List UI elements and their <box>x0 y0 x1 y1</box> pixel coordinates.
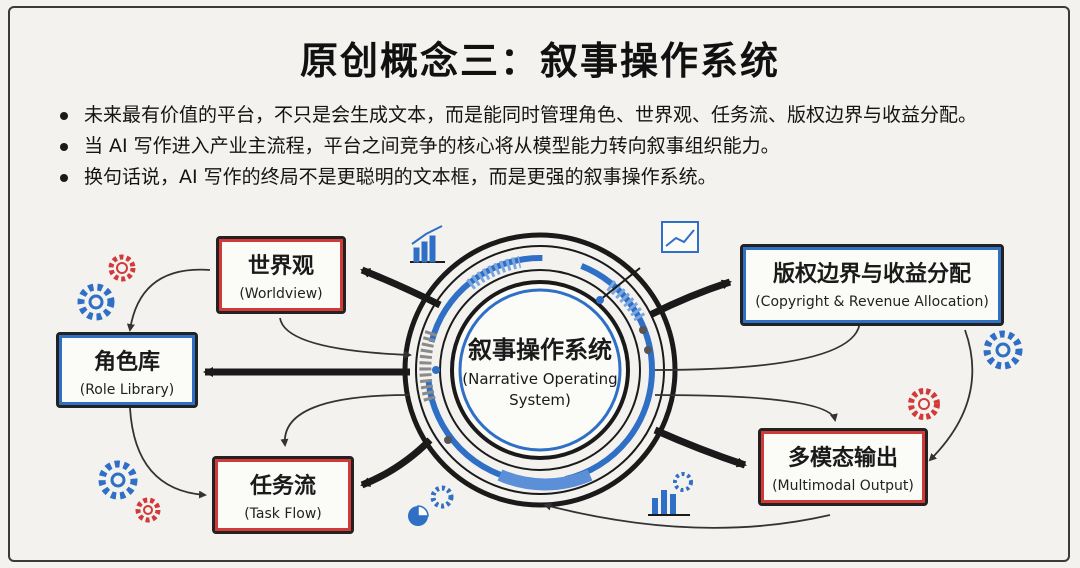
node-subtitle: (Worldview) <box>239 286 323 302</box>
bullet-item: 换句话说，AI 写作的终局不是更聪明的文本框，而是更强的叙事操作系统。 <box>56 162 1056 193</box>
hub-title: 叙事操作系统 <box>468 336 612 364</box>
bar-chart-icon <box>410 225 445 263</box>
bullet-text: 未来最有价值的平台，不只是会生成文本，而是能同时管理角色、世界观、任务流、版权边… <box>84 104 978 126</box>
node-multimodal: 多模态输出 (Multimodal Output) <box>758 428 928 506</box>
page-title: 原创概念三：叙事操作系统 <box>299 39 780 83</box>
node-subtitle: (Role Library) <box>79 382 175 398</box>
node-task-flow: 任务流 (Task Flow) <box>212 456 354 534</box>
node-subtitle: (Task Flow) <box>244 506 322 522</box>
bar-chart-icon <box>648 490 690 516</box>
page-frame <box>8 6 1070 562</box>
node-subtitle: (Multimodal Output) <box>772 478 914 494</box>
node-title: 角色库 <box>93 350 160 375</box>
bullet-dot <box>60 143 68 151</box>
gear-icon <box>430 485 454 509</box>
node-copyright: 版权边界与收益分配 (Copyright & Revenue Allocatio… <box>740 244 1004 326</box>
bullet-item: 当 AI 写作进入产业主流程，平台之间竞争的核心将从模型能力转向叙事组织能力。 <box>56 131 1056 162</box>
main-arrows <box>203 266 747 489</box>
gear-icon <box>983 330 1023 370</box>
line-chart-icon <box>661 221 699 253</box>
gear-icon <box>135 497 161 523</box>
node-title: 世界观 <box>247 254 314 279</box>
gear-icon <box>77 283 115 321</box>
hub-subtitle-line1: (Narrative Operating <box>462 370 618 388</box>
bullet-dot <box>60 112 68 120</box>
bullet-list: 未来最有价值的平台，不只是会生成文本，而是能同时管理角色、世界观、任务流、版权边… <box>56 100 1056 193</box>
hub-rings <box>402 232 678 508</box>
bullet-item: 未来最有价值的平台，不只是会生成文本，而是能同时管理角色、世界观、任务流、版权边… <box>56 100 1056 131</box>
node-worldview: 世界观 (Worldview) <box>216 236 346 314</box>
hub-subtitle-line2: System) <box>509 391 571 409</box>
gear-icon <box>108 254 136 282</box>
node-title: 任务流 <box>249 474 316 499</box>
node-role-library: 角色库 (Role Library) <box>56 332 198 408</box>
node-subtitle: (Copyright & Revenue Allocation) <box>755 294 989 310</box>
gear-icon <box>908 388 940 420</box>
bullet-text: 换句话说，AI 写作的终局不是更聪明的文本框，而是更强的叙事操作系统。 <box>84 166 717 188</box>
gear-icon <box>673 472 693 492</box>
hub-label: 叙事操作系统 (Narrative Operating System) <box>440 330 640 411</box>
bullet-dot <box>60 174 68 182</box>
node-title: 版权边界与收益分配 <box>772 262 971 287</box>
bullet-text: 当 AI 写作进入产业主流程，平台之间竞争的核心将从模型能力转向叙事组织能力。 <box>84 135 780 157</box>
node-title: 多模态输出 <box>787 446 898 471</box>
thin-connectors <box>126 268 974 529</box>
gear-icon <box>98 460 138 500</box>
pie-chart-icon <box>408 505 429 526</box>
